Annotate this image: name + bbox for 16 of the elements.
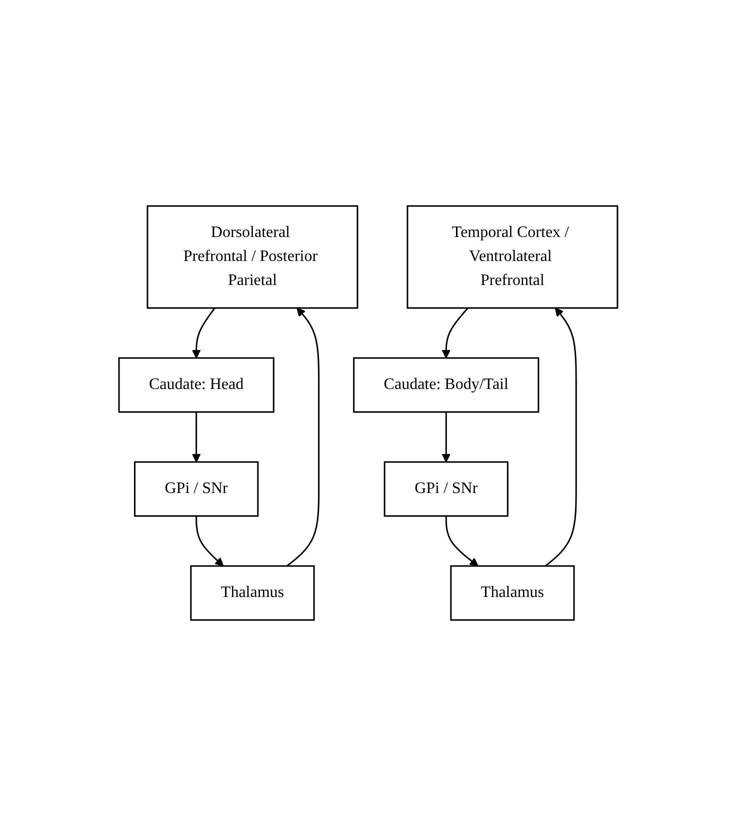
node-box: Thalamus — [450, 565, 575, 621]
node-box: Caudate: Head — [118, 357, 274, 413]
node-box: Thalamus — [190, 565, 315, 621]
arrow — [544, 308, 577, 567]
node-box: Temporal Cortex / Ventrolateral Prefrontal — [406, 205, 618, 309]
arrow — [442, 412, 450, 462]
arrow — [195, 516, 224, 566]
arrow — [286, 308, 320, 567]
arrow — [192, 412, 200, 462]
node-box: Dorsolateral Prefrontal / Posterior Parietal — [146, 205, 358, 309]
node-box: Caudate: Body/Tail — [352, 357, 539, 413]
arrow — [192, 308, 216, 358]
arrow — [445, 516, 478, 566]
arrow — [442, 308, 468, 358]
node-box: GPi / SNr — [134, 461, 258, 517]
node-box: GPi / SNr — [384, 461, 508, 517]
